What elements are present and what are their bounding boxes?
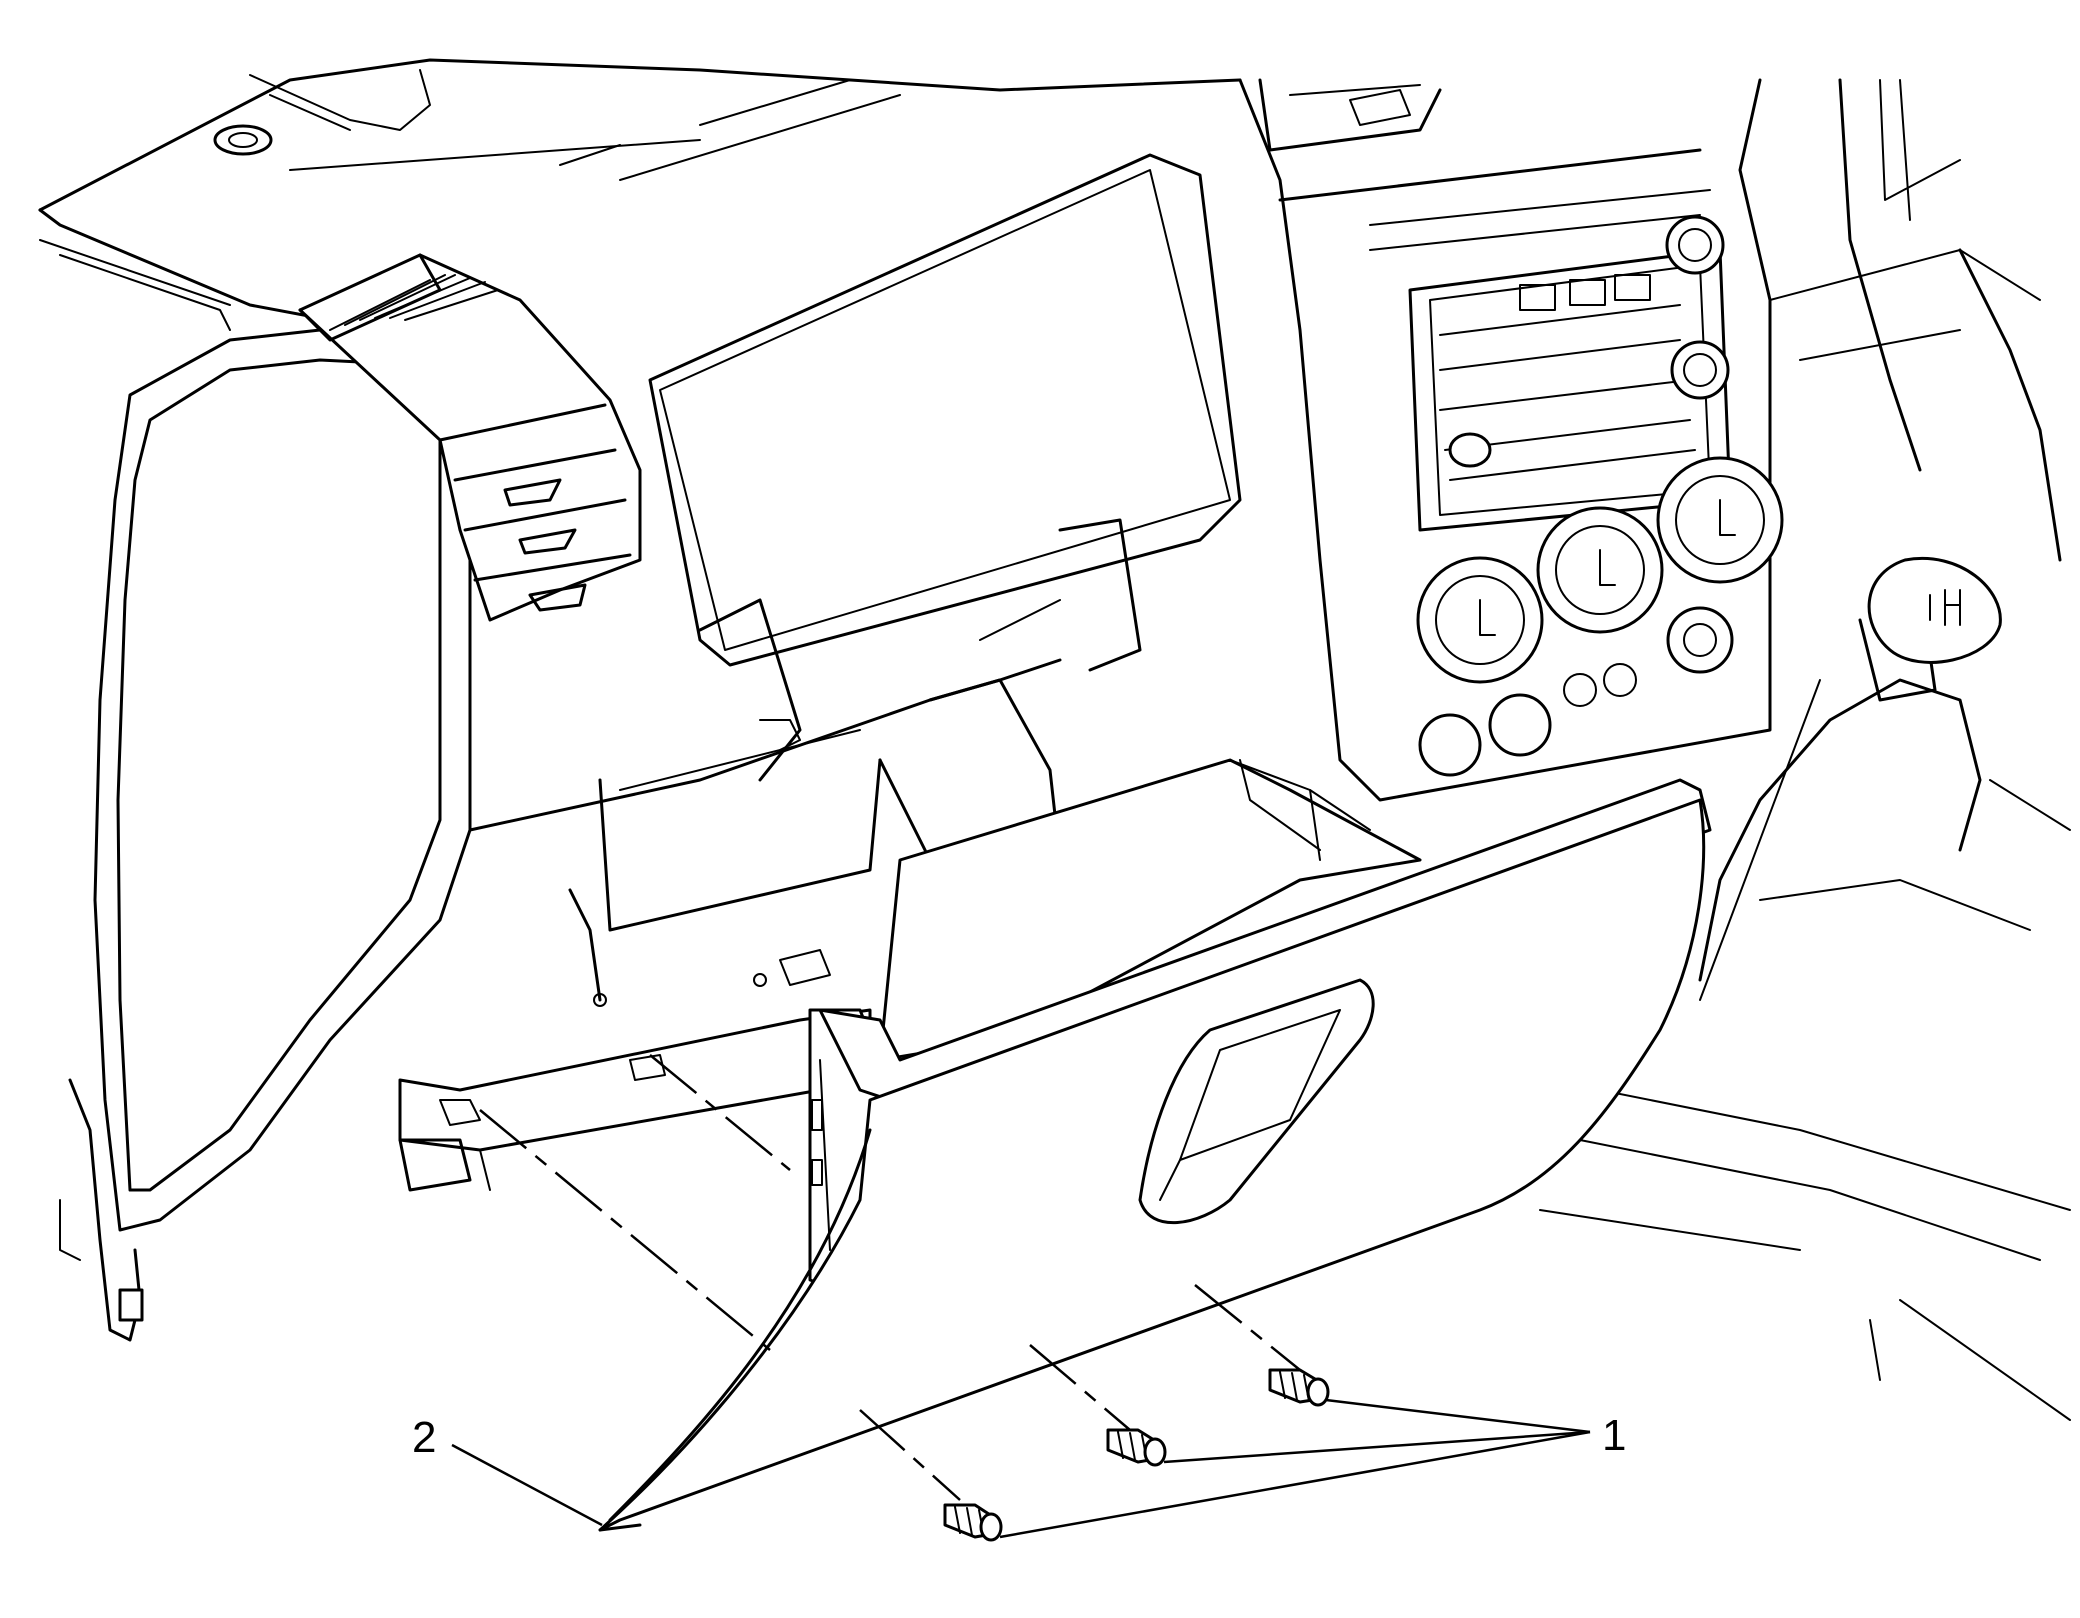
callout-leaders	[451, 1398, 1591, 1539]
alignment-lines	[479, 1054, 1301, 1501]
glove-box-opening	[398, 518, 1142, 1192]
floor-console	[1539, 1079, 2071, 1421]
dash-top-surface	[38, 58, 1242, 331]
right-trim	[1769, 78, 2062, 562]
glove-box-assembly	[598, 758, 1712, 1532]
upper-storage-door	[648, 153, 1242, 667]
air-vent	[298, 253, 642, 622]
glove-box-fastener	[1268, 1368, 1330, 1407]
gear-shift	[1698, 557, 2071, 1001]
callout-1-label: 1	[1602, 1411, 1626, 1460]
glove-box-fastener	[943, 1503, 1003, 1542]
callout-2-label: 2	[412, 1413, 436, 1462]
glove-box-fastener	[1106, 1428, 1167, 1467]
center-stack	[1238, 78, 1784, 802]
